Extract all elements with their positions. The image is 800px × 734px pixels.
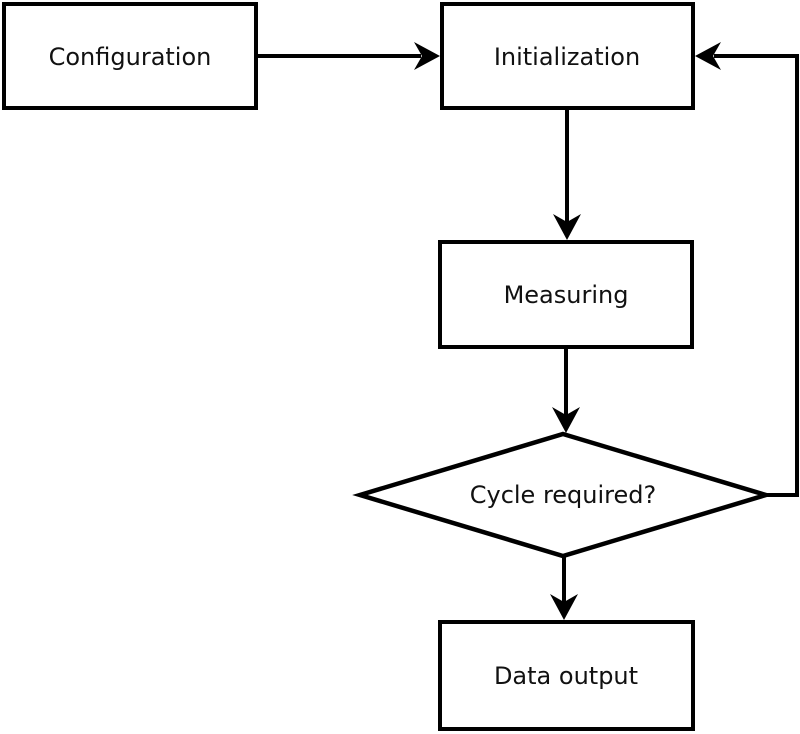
edge-cycle-required-to-data-output xyxy=(550,557,578,620)
initialization-node: Initialization xyxy=(440,2,695,110)
arrowhead-down-icon xyxy=(553,214,581,240)
data-output-box xyxy=(438,620,695,731)
arrowhead-left-icon xyxy=(695,42,721,70)
measuring-box xyxy=(438,240,694,349)
configuration-label: Configuration xyxy=(49,43,212,71)
arrowhead-right-icon xyxy=(414,42,440,70)
arrowhead-down-icon xyxy=(552,407,580,433)
data-output-node: Data output xyxy=(438,620,695,731)
data-output-label: Data output xyxy=(494,662,638,690)
arrowhead-down-icon xyxy=(550,594,578,620)
edge-initialization-to-measuring xyxy=(553,110,581,240)
configuration-box xyxy=(2,2,258,110)
measuring-node: Measuring xyxy=(438,240,694,349)
edge-configuration-to-initialization xyxy=(258,42,440,70)
edge-loop-line xyxy=(714,54,799,497)
cycle-required-node: Cycle required? xyxy=(352,431,774,559)
measuring-label: Measuring xyxy=(504,281,629,309)
initialization-label: Initialization xyxy=(494,43,640,71)
edge-cycle-required-to-initialization-loop xyxy=(695,42,799,497)
cycle-required-label: Cycle required? xyxy=(470,481,657,509)
cycle-required-diamond xyxy=(352,431,774,559)
initialization-box xyxy=(440,2,695,110)
configuration-node: Configuration xyxy=(2,2,258,110)
edge-measuring-to-cycle-required xyxy=(552,349,580,433)
